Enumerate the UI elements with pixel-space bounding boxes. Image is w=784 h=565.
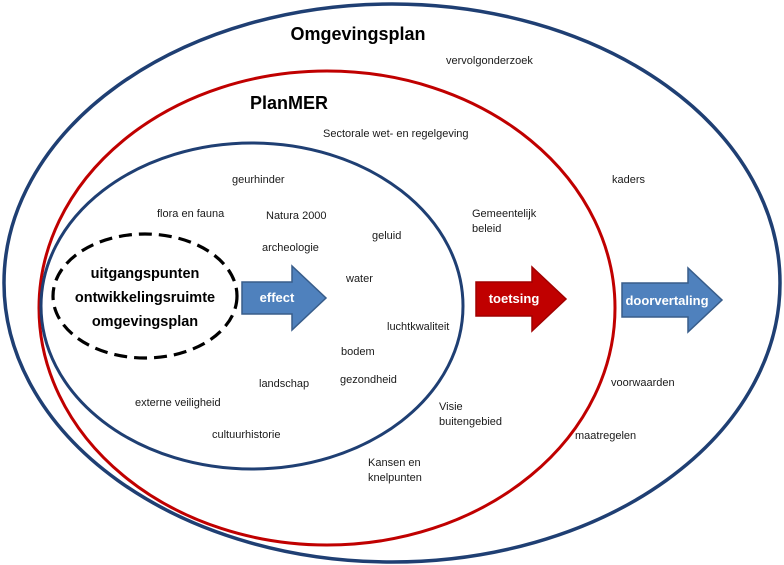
label-geurhinder: geurhinder [232, 174, 285, 186]
label-water: water [345, 273, 373, 285]
label-maatregelen: maatregelen [575, 430, 636, 442]
toetsing-arrow: toetsing [475, 265, 568, 333]
doorvertaling-arrow-shape [621, 266, 724, 334]
label-landschap: landschap [259, 378, 309, 390]
effect-arrow-shape [241, 264, 328, 332]
doorvertaling-arrow: doorvertaling [621, 266, 724, 334]
milieuaspecten-ellipse [39, 141, 465, 471]
label-kansen: Kansen en [368, 457, 421, 469]
omgevingsplan-title: Omgevingsplan [290, 24, 425, 44]
core-line-uitgangspunten: uitgangspunten [91, 266, 200, 282]
label-buitengebied: buitengebied [439, 416, 502, 428]
label-kaders: kaders [612, 174, 646, 186]
label-luchtkwaliteit: luchtkwaliteit [387, 321, 449, 333]
effect-arrow-label: effect [260, 290, 295, 305]
label-beleid: beleid [472, 223, 501, 235]
label-natura-2000: Natura 2000 [266, 210, 327, 222]
label-gezondheid: gezondheid [340, 374, 397, 386]
core-dashed-ellipse [51, 232, 239, 360]
toetsing-arrow-label: toetsing [489, 291, 540, 306]
label-sectorale-regelgeving: Sectorale wet- en regelgeving [323, 128, 469, 140]
label-voorwaarden: voorwaarden [611, 377, 675, 389]
label-gemeentelijk: Gemeentelijk [472, 208, 537, 220]
label-geluid: geluid [372, 230, 401, 242]
planmer-title: PlanMER [250, 93, 328, 113]
core-line-omgevingsplan: omgevingsplan [92, 314, 198, 330]
planmer-ellipse [37, 69, 617, 547]
label-visie: Visie [439, 401, 463, 413]
label-archeologie: archeologie [262, 242, 319, 254]
doorvertaling-arrow-label: doorvertaling [625, 293, 708, 308]
label-flora-fauna: flora en fauna [157, 208, 225, 220]
toetsing-arrow-shape [475, 265, 568, 333]
label-vervolgonderzoek: vervolgonderzoek [446, 55, 533, 67]
label-cultuurhistorie: cultuurhistorie [212, 429, 280, 441]
label-knelpunten: knelpunten [368, 472, 422, 484]
core-line-ontwikkelingsruimte: ontwikkelingsruimte [75, 290, 215, 306]
label-bodem: bodem [341, 346, 375, 358]
effect-arrow: effect [241, 264, 328, 332]
label-externe-veiligheid: externe veiligheid [135, 397, 221, 409]
